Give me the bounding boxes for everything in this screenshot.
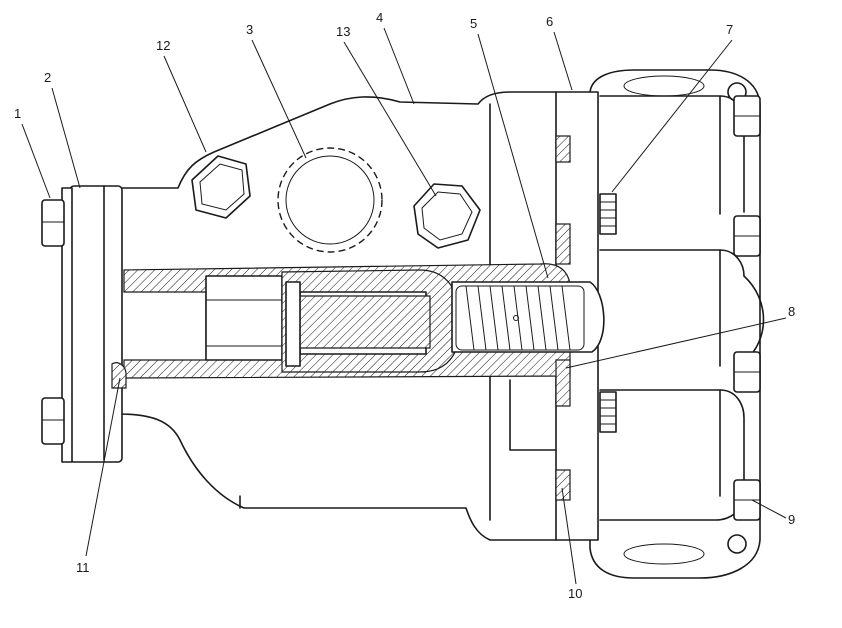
callout-number-2: 2	[44, 70, 51, 85]
callout-5: 5	[470, 16, 549, 279]
callout-number-1: 1	[14, 106, 21, 121]
leader-line-7	[611, 39, 733, 193]
callout-number-6: 6	[546, 14, 553, 29]
leader-line-10	[561, 487, 577, 585]
callout-number-12: 12	[156, 38, 170, 53]
callout-10: 10	[561, 487, 582, 601]
leader-line-5	[477, 33, 549, 279]
callout-number-8: 8	[788, 304, 795, 319]
callout-2: 2	[44, 70, 81, 189]
callout-number-7: 7	[726, 22, 733, 37]
leader-line-3	[251, 39, 307, 159]
leader-line-4	[383, 27, 415, 105]
callout-11: 11	[76, 377, 121, 575]
leader-line-13	[343, 41, 437, 197]
plugs	[191, 147, 481, 253]
leader-line-11	[85, 377, 121, 557]
callout-number-5: 5	[470, 16, 477, 31]
callout-9: 9	[751, 499, 795, 527]
callout-12: 12	[156, 38, 207, 153]
leader-line-8	[565, 317, 787, 369]
leader-line-1	[21, 123, 51, 199]
callout-6: 6	[546, 14, 573, 91]
callout-7: 7	[611, 22, 733, 193]
callout-number-4: 4	[376, 10, 383, 25]
leader-line-9	[751, 499, 787, 519]
seals	[111, 135, 617, 501]
callout-1: 1	[14, 106, 51, 199]
callout-number-13: 13	[336, 24, 350, 39]
end-plate	[41, 185, 123, 463]
leader-line-2	[51, 87, 81, 189]
callout-number-11: 11	[76, 560, 90, 575]
leader-line-12	[163, 55, 207, 153]
callout-number-9: 9	[788, 512, 795, 527]
callout-4: 4	[376, 10, 415, 105]
callout-number-3: 3	[246, 22, 253, 37]
end-cover	[589, 69, 765, 579]
callout-13: 13	[336, 24, 437, 197]
callout-number-10: 10	[568, 586, 582, 601]
callout-3: 3	[246, 22, 307, 159]
spring	[451, 281, 605, 353]
callout-8: 8	[565, 304, 795, 369]
leader-line-6	[553, 31, 573, 91]
